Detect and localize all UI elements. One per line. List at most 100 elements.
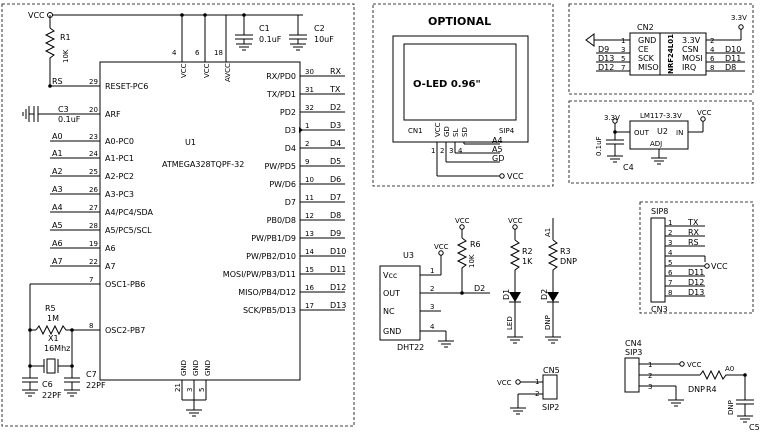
cn3-pin-num: 1 <box>668 219 672 227</box>
cn2-right-name: 3.3V <box>682 36 701 45</box>
oled-net-gd: GD <box>492 154 504 163</box>
cn3-pin-num: 3 <box>668 239 672 247</box>
net-label: A3 <box>52 185 63 194</box>
r3-value: DNP <box>560 257 577 266</box>
cn3-net: RS <box>688 238 699 247</box>
cn4-a0: A0 <box>725 365 734 373</box>
net-label: A4 <box>52 203 63 212</box>
d1-led: VCC R2 1K D1 LED <box>502 217 533 344</box>
pin-name: A7 <box>105 262 116 271</box>
cn2-left-net: D13 <box>598 54 614 63</box>
pin-name: A1-PC1 <box>105 154 134 163</box>
pin-name: PW/PD5 <box>264 162 296 171</box>
net-label: D11 <box>330 265 346 274</box>
u2-33v: 3.3V <box>604 114 620 122</box>
pin-name: RESET-PC6 <box>105 82 148 91</box>
svg-text:4: 4 <box>172 49 177 57</box>
c3-value: 0.1uF <box>58 115 81 124</box>
pin-number: 14 <box>305 248 314 256</box>
pin-name: MOSI/PW/PB3/D11 <box>223 270 296 279</box>
svg-text:2: 2 <box>648 372 652 380</box>
oled-pin-name: SL <box>452 129 460 137</box>
cn5-sip2: CN5 SIP2 1 2 VCC <box>497 366 560 415</box>
pin-name: PW/D6 <box>269 180 296 189</box>
u3-pin-name: OUT <box>383 289 400 298</box>
cn2-left-name: MISO <box>638 63 659 72</box>
cn2-left-name: SCK <box>638 54 655 63</box>
pin-name: A4/PC4/SDA <box>105 208 154 217</box>
pin-name: A3-PC3 <box>105 190 134 199</box>
pin-number: 22 <box>89 258 98 266</box>
cn2-left-name: GND <box>638 36 656 45</box>
cn2-right-num: 2 <box>710 37 714 45</box>
d2-ref: D2 <box>540 289 549 300</box>
oled-pin-number: 1 <box>431 147 435 155</box>
pin-name: PW/PB1/D9 <box>251 234 296 243</box>
pin-name: D4 <box>285 144 296 153</box>
mcu-top-pin-vcc-4: 4 VCC <box>172 15 188 78</box>
pin-number: 9 <box>305 158 309 166</box>
svg-text:5: 5 <box>198 388 206 392</box>
c7-ref: C7 <box>86 370 97 379</box>
oled-sip: SIP4 <box>499 127 515 135</box>
u2-regulator: LM117-3.3V U2 OUT IN ADJ 3.3V 0.1uF C4 V… <box>595 109 712 172</box>
pin-number: 1 <box>305 122 309 130</box>
c2-ref: C2 <box>314 24 325 33</box>
u3-external: VCC VCC R6 10K D2 <box>434 217 485 348</box>
cn3-pin-num: 4 <box>668 249 673 257</box>
c5-value: DNP <box>727 400 735 415</box>
net-label: A5 <box>52 221 63 230</box>
cn2-left-net: D12 <box>598 63 614 72</box>
r2-value: 1K <box>522 257 533 266</box>
svg-text:6: 6 <box>195 49 200 57</box>
svg-text:AVCC: AVCC <box>224 63 232 82</box>
mcu-body <box>99 61 301 381</box>
u3-ref: U3 <box>403 251 414 260</box>
r4-value: DNP <box>688 385 705 394</box>
u2-in: IN <box>676 129 683 137</box>
mcu-section-frame <box>1 3 355 427</box>
pin-name: PW/PB2/D10 <box>246 252 296 261</box>
cn3-ref: CN3 <box>651 305 668 314</box>
c5-ref: C5 <box>749 423 760 432</box>
cn2-ref: CN2 <box>637 23 654 32</box>
u3-pin-num: 3 <box>430 303 434 311</box>
pin-number: 7 <box>89 276 93 284</box>
r3-ref: R3 <box>560 247 571 256</box>
net-label: D3 <box>330 121 341 130</box>
d1-vcc: VCC <box>508 217 523 225</box>
svg-text:21: 21 <box>174 383 182 392</box>
pin-number: 31 <box>305 86 314 94</box>
net-label: RS <box>52 77 63 86</box>
u2-vcc: VCC <box>697 109 712 117</box>
pin-number: 17 <box>305 302 314 310</box>
r2-ref: R2 <box>522 247 533 256</box>
d1-label: LED <box>506 316 514 330</box>
svg-text:1: 1 <box>648 361 652 369</box>
u3-part: DHT22 <box>397 343 424 352</box>
oled-pin-number: 3 <box>449 147 453 155</box>
net-label: D12 <box>330 283 346 292</box>
mcu-part: ATMEGA328TQPF-32 <box>162 160 244 169</box>
net-label: D7 <box>330 193 341 202</box>
cn2-right-name: IRQ <box>682 63 696 72</box>
pin-name: A5/PC5/SCL <box>105 226 152 235</box>
net-label: D9 <box>330 229 341 238</box>
cn5-vcc: VCC <box>497 379 512 387</box>
c2-value: 10uF <box>314 35 334 44</box>
svg-text:GND: GND <box>204 360 212 376</box>
r1-ref: R1 <box>60 33 71 42</box>
cn2-part: NRF24L01 <box>667 34 675 74</box>
